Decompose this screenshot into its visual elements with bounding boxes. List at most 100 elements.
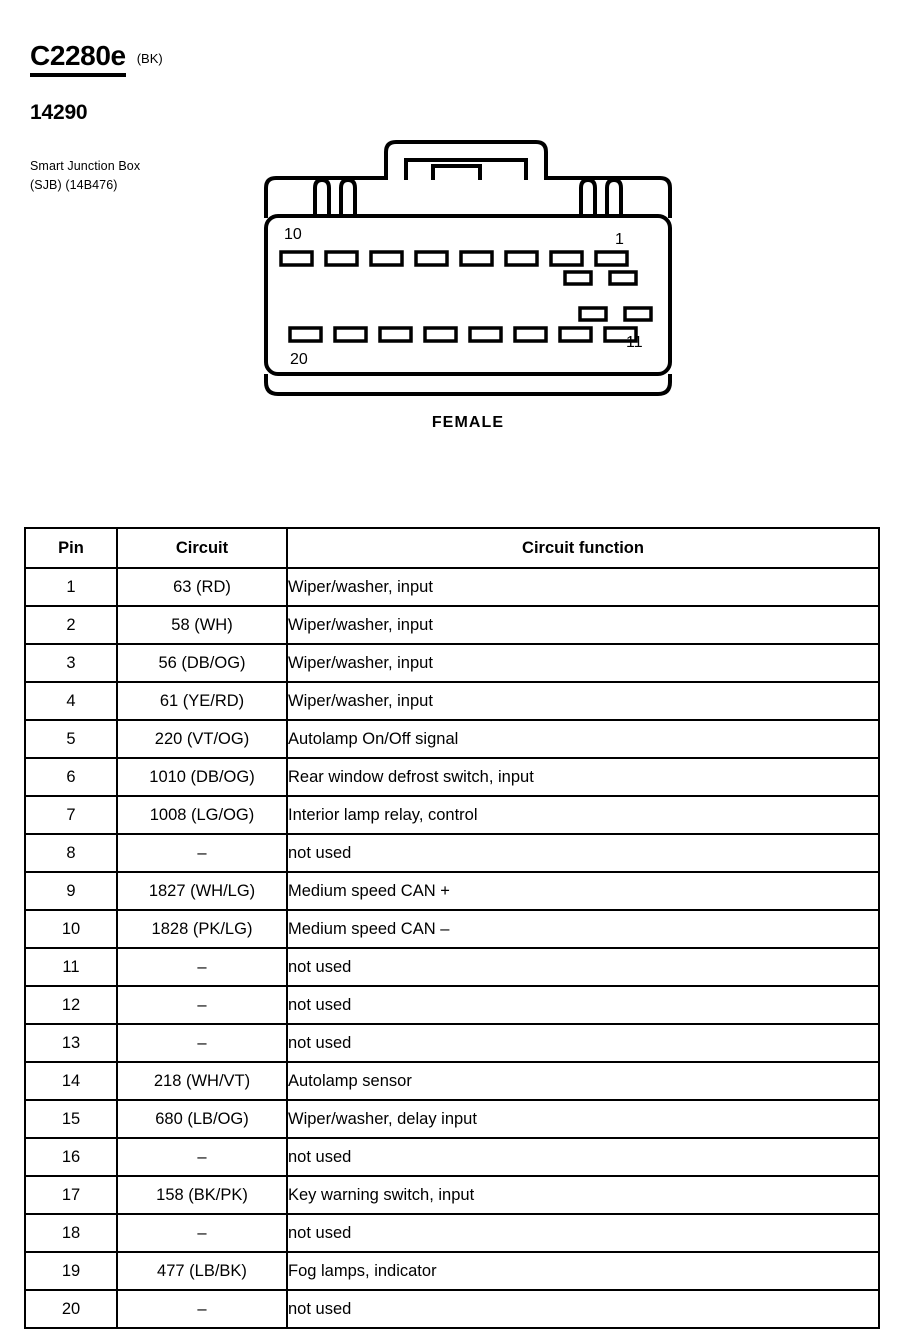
cell-pin: 18 [24, 1213, 118, 1253]
cell-circuit: 158 (BK/PK) [116, 1175, 288, 1215]
cell-circuit: – [116, 985, 288, 1025]
table-row: 13–not used [24, 1023, 880, 1063]
cell-pin: 5 [24, 719, 118, 759]
cell-circuit: 220 (VT/OG) [116, 719, 288, 759]
cell-pin: 9 [24, 871, 118, 911]
cell-circuit-function: Fog lamps, indicator [286, 1251, 880, 1291]
cell-pin: 14 [24, 1061, 118, 1101]
cell-circuit-function: Autolamp On/Off signal [286, 719, 880, 759]
cell-circuit-function: not used [286, 947, 880, 987]
pin-slot [414, 250, 449, 267]
cell-pin: 20 [24, 1289, 118, 1329]
cell-pin: 6 [24, 757, 118, 797]
pin-slot [333, 326, 368, 343]
cell-circuit-function: not used [286, 1023, 880, 1063]
pin-slot [594, 250, 629, 267]
component-description-line2: (SJB) (14B476) [30, 178, 118, 193]
component-description-line1: Smart Junction Box [30, 159, 141, 173]
pin-slot [563, 270, 593, 286]
cell-circuit-function: Wiper/washer, input [286, 681, 880, 721]
connector-header: C2280e (BK) 14290 Smart Junction Box (SJ… [30, 42, 290, 196]
connector-color-code: (BK) [136, 51, 163, 66]
cell-pin: 19 [24, 1251, 118, 1291]
cell-circuit: – [116, 1289, 288, 1329]
cell-circuit-function: not used [286, 833, 880, 873]
pin-marker-1: 1 [615, 231, 624, 248]
cell-pin: 4 [24, 681, 118, 721]
cell-circuit-function: Interior lamp relay, control [286, 795, 880, 835]
shoulder-left [264, 176, 386, 218]
table-row: 16–not used [24, 1137, 880, 1177]
pin-slot [378, 326, 413, 343]
shoulder-right [546, 176, 672, 218]
cell-pin: 15 [24, 1099, 118, 1139]
cell-circuit: 1828 (PK/LG) [116, 909, 288, 949]
cell-circuit-function: not used [286, 1289, 880, 1329]
table-row: 12–not used [24, 985, 880, 1025]
cell-circuit-function: Key warning switch, input [286, 1175, 880, 1215]
pin-slot [578, 306, 608, 322]
cell-circuit-function: Rear window defrost switch, input [286, 757, 880, 797]
cell-circuit: – [116, 947, 288, 987]
pin-slot [423, 326, 458, 343]
cell-circuit: 477 (LB/BK) [116, 1251, 288, 1291]
latch-tab [431, 164, 482, 180]
cell-circuit-function: Medium speed CAN + [286, 871, 880, 911]
cell-pin: 13 [24, 1023, 118, 1063]
cell-circuit: 1827 (WH/LG) [116, 871, 288, 911]
cell-pin: 7 [24, 795, 118, 835]
cell-circuit-function: Wiper/washer, input [286, 567, 880, 607]
part-number: 14290 [30, 101, 88, 124]
pin-slot [324, 250, 359, 267]
column-header-pin: Pin [24, 527, 118, 569]
cell-pin: 10 [24, 909, 118, 949]
pin-marker-10: 10 [284, 226, 302, 243]
connector-body [264, 214, 672, 376]
shoulder-rib-left-1 [313, 177, 331, 218]
table-row: 18–not used [24, 1213, 880, 1253]
pin-slot [468, 326, 503, 343]
cell-pin: 16 [24, 1137, 118, 1177]
table-row: 11–not used [24, 947, 880, 987]
pin-slot [513, 326, 548, 343]
pin-slot-group [279, 250, 653, 343]
cell-circuit: 1008 (LG/OG) [116, 795, 288, 835]
table-row: 8–not used [24, 833, 880, 873]
pin-slot [459, 250, 494, 267]
cell-circuit-function: Medium speed CAN – [286, 909, 880, 949]
table-header-row: Pin Circuit Circuit function [24, 527, 880, 569]
cell-circuit-function: Wiper/washer, input [286, 605, 880, 645]
component-description: Smart Junction Box (SJB) (14B476) [30, 157, 290, 196]
cell-circuit: 218 (WH/VT) [116, 1061, 288, 1101]
column-header-circuit-function: Circuit function [286, 527, 880, 569]
pin-slot [279, 250, 314, 267]
pin-marker-20: 20 [290, 351, 308, 368]
shoulder-rib-left-2 [339, 177, 357, 218]
latch-inner-bar [404, 158, 528, 180]
cell-pin: 3 [24, 643, 118, 683]
cell-circuit: 61 (YE/RD) [116, 681, 288, 721]
cell-circuit: – [116, 1023, 288, 1063]
cell-pin: 8 [24, 833, 118, 873]
cell-circuit: 63 (RD) [116, 567, 288, 607]
cell-pin: 11 [24, 947, 118, 987]
shoulder-rib-right-2 [605, 177, 623, 218]
cell-circuit-function: Wiper/washer, delay input [286, 1099, 880, 1139]
connector-bottom-lip [264, 374, 672, 396]
cell-circuit: – [116, 1137, 288, 1177]
shoulder-rib-right-1 [579, 177, 597, 218]
pin-slot [369, 250, 404, 267]
